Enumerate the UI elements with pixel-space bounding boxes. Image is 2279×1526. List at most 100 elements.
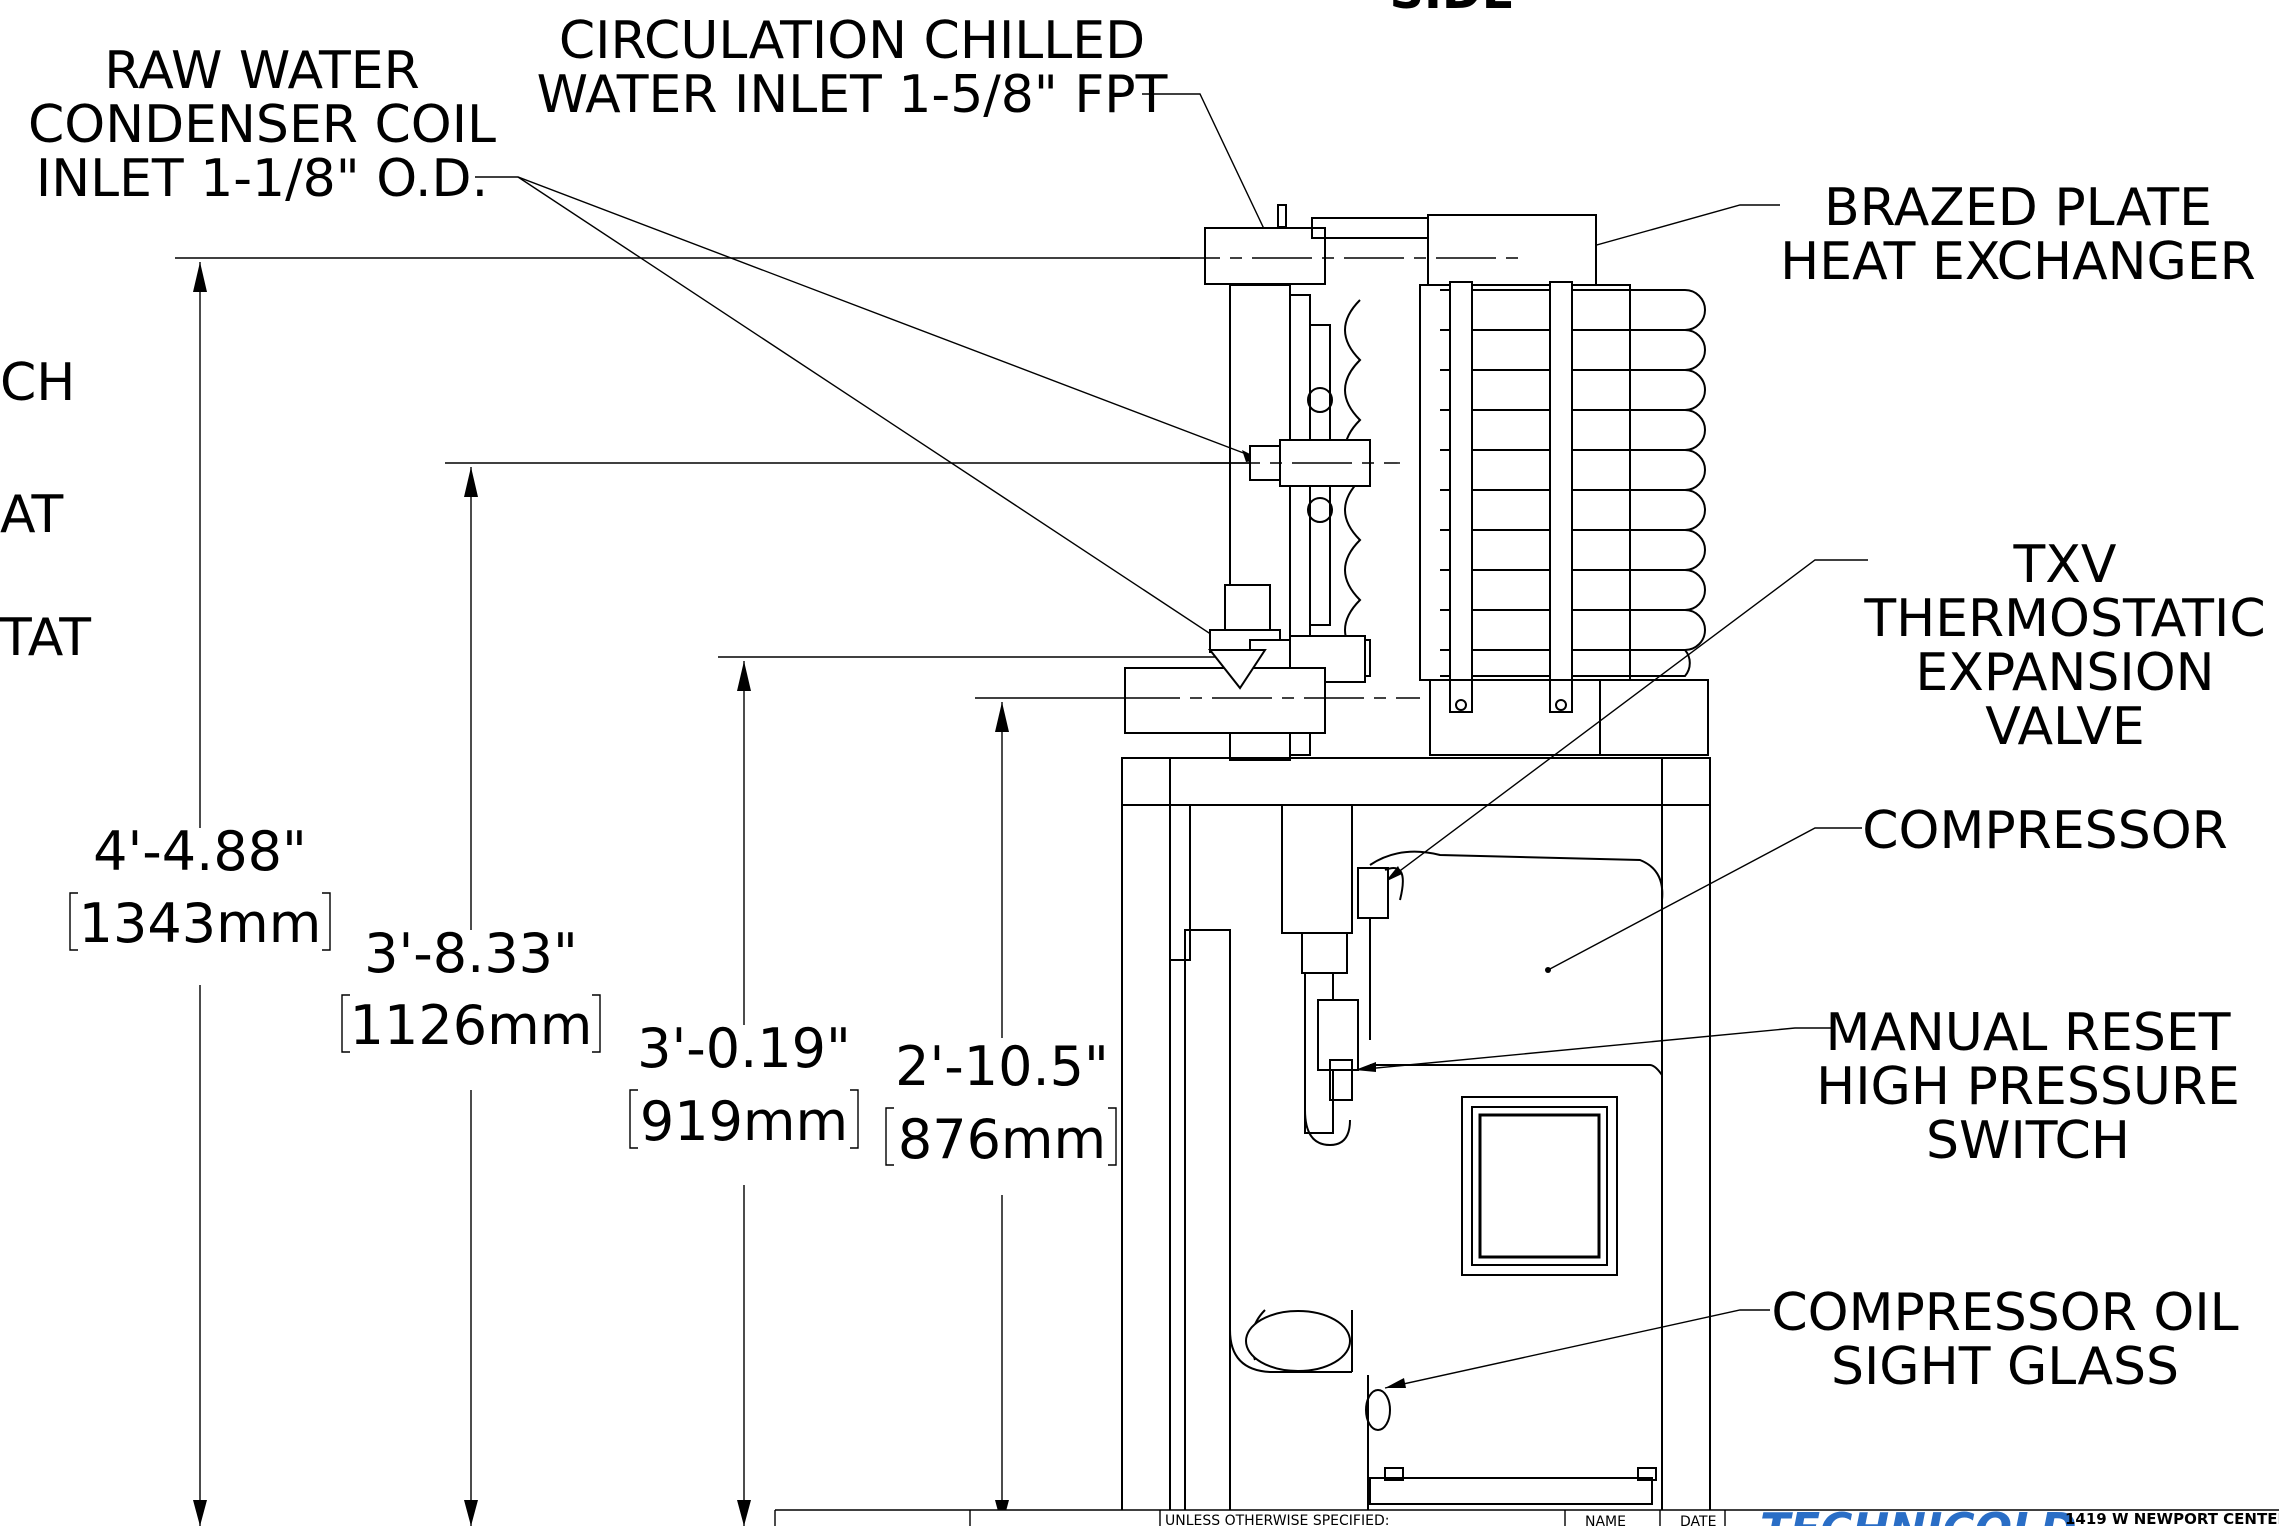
- leader-manual-reset: [1354, 1027, 1835, 1071]
- dim-arrow: [737, 1500, 751, 1526]
- dim-arrow: [464, 467, 478, 497]
- fragment-1: CH: [0, 353, 75, 413]
- leader-compressor: [1547, 827, 1862, 971]
- base-bolt: [1384, 1467, 1404, 1481]
- callout-line: HEAT EXCHANGER: [1780, 232, 2256, 292]
- leader-dot: [1545, 967, 1551, 973]
- title-block: UNLESS OTHERWISE SPECIFIED: NAME DATE TE…: [774, 1504, 2279, 1526]
- callout-raw-water-inlet: RAW WATER CONDENSER COIL INLET 1-1/8" O.…: [28, 41, 496, 209]
- dim-metric: 919mm: [640, 1090, 848, 1153]
- callout-circulation-inlet: CIRCULATION CHILLED WATER INLET 1-5/8" F…: [537, 11, 1168, 125]
- leader-raw-water-2: [517, 176, 1251, 661]
- base-plate: [1369, 1477, 1653, 1505]
- switch-body: [1329, 1059, 1353, 1101]
- dim-text-bg: [880, 1105, 1130, 1195]
- left-edge-fragments: CH AT TAT: [0, 353, 91, 668]
- electrical-panel: [1169, 804, 1191, 961]
- dim-imperial: 3'-0.19": [637, 1017, 851, 1080]
- dim-arrow: [193, 1500, 207, 1526]
- callout-line: THERMOSTATIC: [1863, 589, 2265, 649]
- machine-upper-assembly: [1120, 204, 1709, 761]
- leader-arrow: [1385, 1378, 1406, 1388]
- compressor-shell: [1369, 850, 1664, 1526]
- compressor-midline: [1370, 1064, 1663, 1076]
- date-header: DATE: [1680, 1514, 1716, 1526]
- leader-oil-sight-glass: [1384, 1309, 1770, 1389]
- callout-compressor: COMPRESSOR: [1862, 801, 2228, 861]
- callout-line: RAW WATER: [104, 41, 420, 101]
- dim-text-bg: [615, 1095, 875, 1185]
- callout-line: WATER INLET 1-5/8" FPT: [537, 65, 1168, 125]
- dim-arrow: [737, 661, 751, 691]
- pipe-fitting: [1307, 387, 1333, 413]
- dim-brackets: [885, 1107, 1117, 1166]
- fitting-bolt: [1277, 204, 1287, 228]
- dim-text-bg: [120, 828, 280, 908]
- callout-line: MANUAL RESET: [1825, 1003, 2230, 1063]
- high-pressure-switch: [1317, 999, 1359, 1071]
- callout-line: TXV: [2013, 535, 2117, 595]
- switch-loop: [1304, 1109, 1351, 1147]
- dim-imperial: 4'-4.88": [93, 820, 307, 883]
- terminal-box-outer: [1461, 1096, 1618, 1276]
- circulation-fitting: [1204, 227, 1326, 285]
- dim-text-bg: [335, 1000, 610, 1090]
- dim-arrow: [464, 1500, 478, 1526]
- callout-txv: TXV THERMOSTATIC EXPANSION VALVE: [1863, 535, 2265, 757]
- side-channel: [1184, 929, 1231, 1526]
- fitting-cap: [1311, 217, 1433, 239]
- dim-metric: 1343mm: [79, 892, 322, 955]
- dim-arrow: [995, 702, 1009, 732]
- leader-circulation: [1142, 93, 1276, 253]
- base-bolt: [1637, 1467, 1657, 1481]
- dim-text-bg: [645, 1025, 845, 1105]
- lower-manifold: [1124, 667, 1326, 734]
- coil-strap: [1549, 281, 1573, 713]
- dimension-919: 3'-0.19" 919mm: [615, 1017, 875, 1185]
- fragment-3: TAT: [0, 608, 91, 668]
- hx-base-right: [1599, 679, 1709, 756]
- coil-strap: [1449, 281, 1473, 713]
- callout-manual-reset: MANUAL RESET HIGH PRESSURE SWITCH: [1816, 1003, 2240, 1171]
- solenoid-valve: [1224, 584, 1271, 636]
- fragment-2: AT: [0, 485, 64, 545]
- callout-line: CIRCULATION CHILLED: [559, 11, 1145, 71]
- oil-sight-glass: [1365, 1389, 1391, 1431]
- dim-metric: 876mm: [898, 1108, 1106, 1171]
- callout-line: SWITCH: [1926, 1111, 2130, 1171]
- accumulator: [1281, 804, 1353, 934]
- dim-text-bg: [370, 930, 570, 1010]
- callout-line: BRAZED PLATE: [1824, 178, 2212, 238]
- company-address: 1419 W NEWPORT CENTER DRIVE: [2065, 1510, 2279, 1526]
- leader-lines: [475, 93, 1868, 1389]
- dim-brackets: [69, 892, 331, 951]
- cabinet-outline: [1121, 757, 1711, 1526]
- dim-metric: 1126mm: [350, 994, 593, 1057]
- discharge-pipe: [1229, 1230, 1352, 1373]
- dim-text-bg: [60, 895, 335, 985]
- dim-arrow: [193, 262, 207, 292]
- callout-line: SIGHT GLASS: [1831, 1337, 2179, 1397]
- valve-cone: [1207, 649, 1267, 690]
- dimension-876: 2'-10.5" 876mm: [880, 1035, 1130, 1195]
- dim-brackets: [629, 1089, 859, 1149]
- callout-line: COMPRESSOR: [1862, 801, 2228, 861]
- txv-valve: [1357, 867, 1389, 919]
- name-header: NAME: [1585, 1514, 1626, 1526]
- callout-brazed-plate: BRAZED PLATE HEAT EXCHANGER: [1780, 178, 2256, 292]
- strap-bolt: [1455, 699, 1467, 711]
- terminal-box-mid: [1471, 1106, 1608, 1266]
- leader-raw-water-1: [475, 176, 1263, 461]
- dim-imperial: 3'-8.33": [364, 922, 578, 985]
- condenser-coil-loops: [1344, 289, 1706, 677]
- title-block-bg: [775, 1510, 2279, 1526]
- dim-imperial: 2'-10.5": [895, 1035, 1109, 1098]
- dim-text-bg: [900, 1038, 1105, 1118]
- brazed-plate-hx: [1427, 214, 1597, 286]
- callout-line: EXPANSION: [1915, 643, 2214, 703]
- callout-line: CONDENSER COIL: [28, 95, 496, 155]
- leader-txv: [1384, 559, 1868, 883]
- callout-line: VALVE: [1985, 697, 2145, 757]
- strap-bolt: [1555, 699, 1567, 711]
